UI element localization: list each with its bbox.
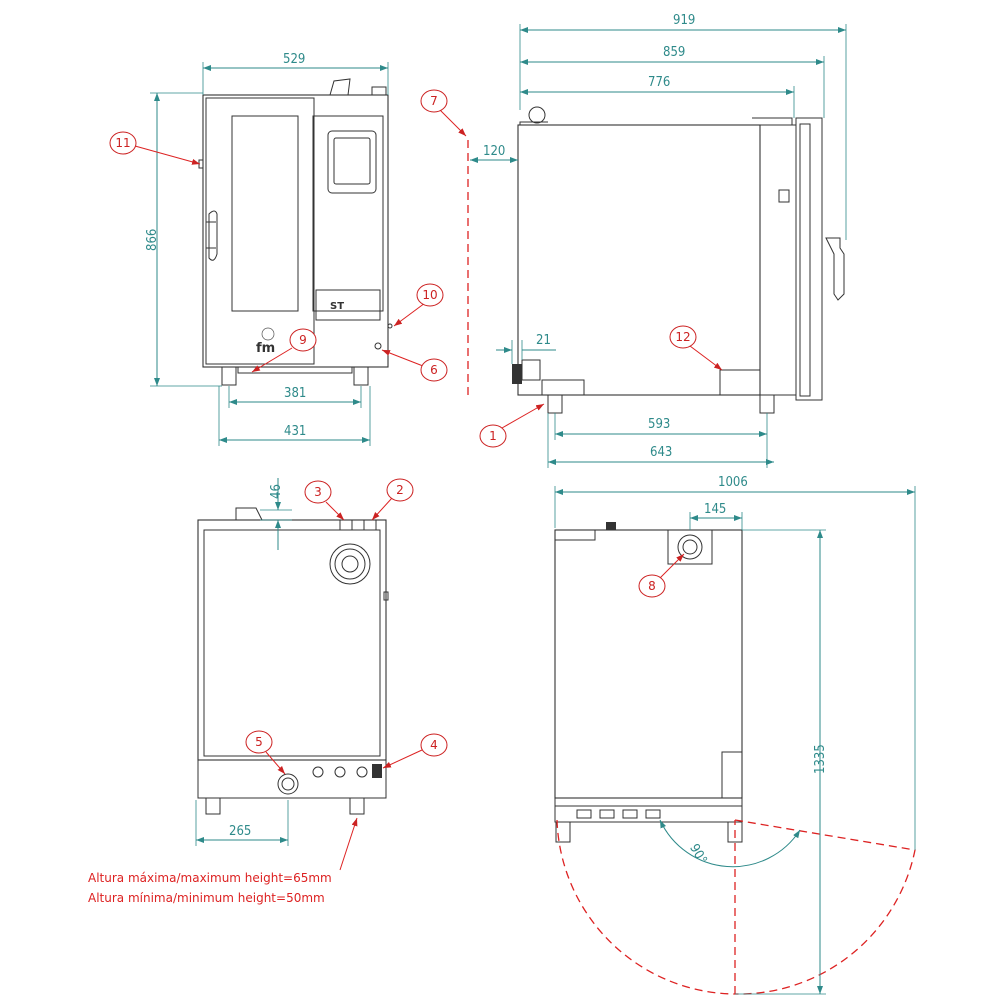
- svg-text:6: 6: [430, 363, 438, 377]
- callout-11: 11: [109, 131, 137, 155]
- callout-7: 7: [420, 89, 448, 113]
- dim-back-265: 265: [229, 824, 251, 839]
- svg-text:2: 2: [396, 483, 404, 497]
- dim-side-feet-inner: 593: [648, 417, 670, 432]
- dim-side-total: 919: [673, 13, 695, 28]
- callout-2: 2: [386, 478, 414, 502]
- svg-text:5: 5: [255, 735, 263, 749]
- note-min-height: Altura mínima/minimum height=50mm: [88, 891, 325, 905]
- dim-side-clearance: 120: [483, 144, 505, 159]
- dim-top-depth: 1335: [813, 744, 828, 774]
- svg-text:4: 4: [430, 738, 438, 752]
- dim-front-feet-inner: 381: [284, 386, 306, 401]
- dim-front-feet-outer: 431: [284, 424, 306, 439]
- front-dimensions: 529 866 381 431: [145, 52, 389, 446]
- callout-6: 6: [420, 358, 448, 382]
- dim-side-feet-outer: 643: [650, 445, 672, 460]
- callout-1: 1: [479, 424, 507, 448]
- top-dimensions: 1006 145 1335: [554, 475, 916, 995]
- svg-text:10: 10: [422, 288, 437, 302]
- note-max-height: Altura máxima/maximum height=65mm: [88, 871, 332, 885]
- side-view: [512, 106, 845, 414]
- dim-front-width: 529: [283, 52, 305, 67]
- svg-text:11: 11: [115, 136, 130, 150]
- back-dimensions: 46 265: [195, 478, 292, 846]
- dim-top-145: 145: [704, 502, 726, 517]
- svg-text:3: 3: [314, 485, 322, 499]
- dim-side-21: 21: [536, 333, 551, 348]
- door-angle-label: 90°: [686, 842, 709, 867]
- back-view: [197, 507, 389, 815]
- dim-front-height: 866: [145, 229, 160, 251]
- callout-8: 8: [638, 574, 666, 598]
- callout-9: 9: [289, 328, 317, 352]
- svg-text:8: 8: [648, 579, 656, 593]
- callout-5: 5: [245, 730, 273, 754]
- callouts: 11 9 10 6 7 12 1 3 2 5 4 8: [109, 89, 723, 775]
- callout-12: 12: [669, 325, 697, 349]
- brand-logo: fm: [256, 341, 275, 356]
- dim-side-859: 859: [663, 45, 685, 60]
- callout-10: 10: [416, 283, 444, 307]
- top-view: 90°: [554, 522, 916, 995]
- svg-text:1: 1: [489, 429, 497, 443]
- svg-text:12: 12: [675, 330, 690, 344]
- dim-back-46: 46: [269, 484, 284, 499]
- dim-side-776: 776: [648, 75, 670, 90]
- callout-4: 4: [420, 733, 448, 757]
- dim-top-total: 1006: [718, 475, 748, 490]
- side-dimensions: 919 859 776 120 21 593 643: [470, 13, 847, 468]
- svg-text:9: 9: [299, 333, 307, 347]
- model-label: ST: [330, 301, 344, 312]
- front-view: ST fm: [198, 78, 393, 386]
- callout-3: 3: [304, 480, 332, 504]
- svg-text:7: 7: [430, 94, 438, 108]
